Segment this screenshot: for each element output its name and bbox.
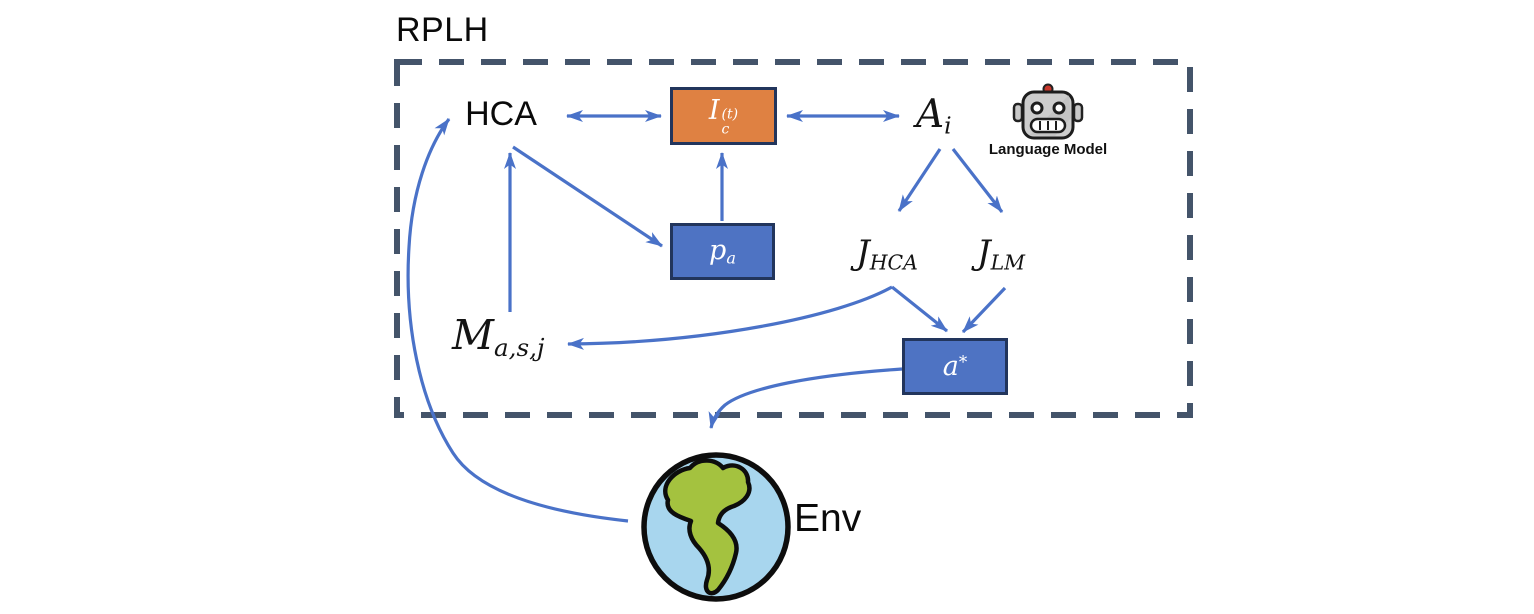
ic-label: I(t)c	[708, 94, 739, 137]
node-pa-box: pa	[670, 223, 775, 280]
arrow-jhca-astar	[891, 285, 948, 333]
node-astar-box: a*	[902, 338, 1008, 395]
arrow-jlm-astar	[961, 286, 1007, 334]
language-model-label: Language Model	[988, 141, 1108, 158]
arrow-ai-jlm	[951, 148, 1004, 213]
node-jhca: JHCA	[856, 233, 918, 275]
node-hca: HCA	[465, 95, 537, 133]
node-env-label: Env	[794, 497, 862, 540]
arrow-astar-env	[708, 367, 903, 429]
diagram-title: RPLH	[396, 11, 489, 49]
arrow-jhca-memory	[567, 285, 893, 350]
robot-icon	[1012, 83, 1084, 140]
arrow-hca-pa	[512, 145, 663, 248]
node-ai: Ai	[916, 92, 952, 140]
node-jlm: JLM	[976, 233, 1026, 275]
astar-label: a*	[942, 351, 968, 382]
node-ic-box: I(t)c	[670, 87, 777, 145]
node-memory: Ma,s,j	[452, 311, 545, 362]
pa-label: pa	[709, 235, 736, 268]
arrow-ai-jhca	[897, 148, 942, 212]
globe-icon	[641, 452, 791, 602]
